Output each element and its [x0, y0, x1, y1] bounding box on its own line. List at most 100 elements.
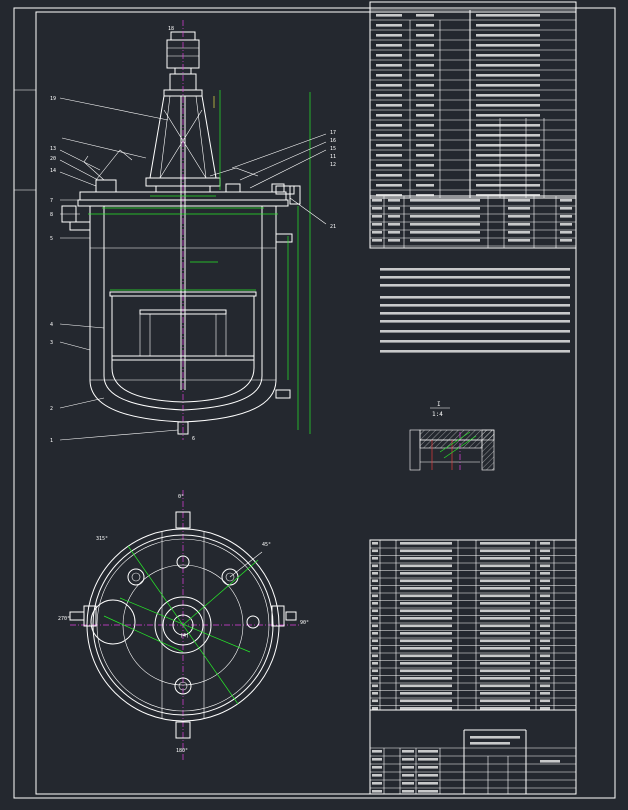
- illegible-text-placeholder: [372, 609, 378, 613]
- illegible-text-placeholder: [480, 632, 530, 635]
- illegible-text-placeholder: [416, 184, 434, 187]
- illegible-text-placeholder: [402, 790, 414, 793]
- part-label-19: 19: [50, 96, 56, 102]
- part-label-17: 17: [330, 130, 336, 136]
- illegible-text-placeholder: [372, 549, 378, 553]
- illegible-text-placeholder: [376, 84, 402, 87]
- part-label-11: 11: [330, 154, 336, 160]
- illegible-text-placeholder: [388, 207, 400, 210]
- illegible-text-placeholder: [376, 44, 402, 47]
- illegible-text-placeholder: [400, 617, 452, 620]
- illegible-text-placeholder: [418, 758, 438, 761]
- illegible-text-placeholder: [376, 24, 402, 27]
- illegible-text-placeholder: [400, 707, 452, 710]
- illegible-text-placeholder: [400, 587, 452, 590]
- illegible-text-placeholder: [416, 124, 434, 127]
- illegible-text-placeholder: [376, 34, 402, 37]
- illegible-text-placeholder: [508, 207, 530, 210]
- part-label-13: 13: [50, 146, 56, 152]
- illegible-text-placeholder: [372, 617, 378, 620]
- illegible-text-placeholder: [388, 199, 400, 202]
- illegible-text-placeholder: [480, 549, 530, 553]
- illegible-text-placeholder: [540, 699, 550, 703]
- illegible-text-placeholder: [540, 587, 550, 590]
- illegible-text-placeholder: [400, 624, 452, 628]
- illegible-text-placeholder: [400, 654, 452, 658]
- illegible-text-placeholder: [416, 74, 434, 77]
- detail-letter: I: [437, 401, 441, 408]
- illegible-text-placeholder: [372, 564, 378, 568]
- illegible-text-placeholder: [476, 44, 540, 47]
- illegible-text-placeholder: [380, 330, 570, 333]
- illegible-text-placeholder: [376, 14, 402, 17]
- illegible-text-placeholder: [376, 144, 402, 147]
- illegible-text-placeholder: [402, 758, 414, 761]
- illegible-text-placeholder: [416, 54, 434, 57]
- illegible-text-placeholder: [372, 707, 378, 710]
- illegible-text-placeholder: [388, 239, 400, 242]
- drawing-border: [13, 7, 616, 799]
- illegible-text-placeholder: [416, 144, 434, 147]
- illegible-text-placeholder: [540, 707, 550, 710]
- elevation-dimensions: [88, 90, 311, 434]
- illegible-text-placeholder: [560, 239, 572, 242]
- part-label-8: 8: [50, 212, 53, 218]
- illegible-text-placeholder: [380, 340, 570, 343]
- illegible-text-placeholder: [476, 144, 540, 147]
- illegible-text-placeholder: [402, 766, 414, 769]
- illegible-text-placeholder: [418, 766, 438, 769]
- illegible-text-placeholder: [480, 542, 530, 545]
- illegible-text-placeholder: [540, 692, 550, 695]
- illegible-text-placeholder: [470, 736, 520, 739]
- illegible-text-placeholder: [540, 609, 550, 613]
- illegible-text-placeholder: [376, 194, 402, 197]
- illegible-text-placeholder: [540, 549, 550, 553]
- illegible-text-placeholder: [372, 692, 378, 695]
- illegible-text-placeholder: [508, 199, 530, 202]
- illegible-text-placeholder: [372, 766, 382, 769]
- illegible-text-placeholder: [372, 542, 378, 545]
- illegible-text-placeholder: [410, 231, 480, 234]
- illegible-text-placeholder: [380, 276, 570, 279]
- illegible-text-placeholder: [372, 199, 382, 202]
- illegible-text-placeholder: [418, 774, 438, 777]
- illegible-text-placeholder: [508, 215, 530, 218]
- illegible-text-placeholder: [376, 74, 402, 77]
- illegible-text-placeholder: [480, 624, 530, 628]
- illegible-text-placeholder: [476, 14, 540, 17]
- illegible-text-placeholder: [372, 774, 382, 777]
- part-label-18: 18: [168, 26, 174, 32]
- illegible-text-placeholder: [400, 699, 452, 703]
- illegible-text-placeholder: [540, 684, 550, 688]
- illegible-text-placeholder: [376, 114, 402, 117]
- illegible-text-placeholder: [480, 692, 530, 695]
- illegible-text-placeholder: [476, 104, 540, 107]
- illegible-text-placeholder: [372, 782, 382, 785]
- illegible-text-placeholder: [400, 684, 452, 688]
- illegible-text-placeholder: [476, 164, 540, 167]
- illegible-text-placeholder: [372, 579, 378, 583]
- technical-notes: [380, 268, 570, 353]
- illegible-text-placeholder: [400, 639, 452, 643]
- angle-label-180: 180°: [176, 748, 188, 754]
- illegible-text-placeholder: [540, 579, 550, 583]
- illegible-text-placeholder: [540, 564, 550, 568]
- illegible-text-placeholder: [476, 64, 540, 67]
- illegible-text-placeholder: [560, 215, 572, 218]
- illegible-text-placeholder: [480, 564, 530, 568]
- illegible-text-placeholder: [480, 609, 530, 613]
- angle-label-315: 315°: [96, 536, 108, 542]
- illegible-text-placeholder: [372, 587, 378, 590]
- illegible-text-placeholder: [402, 782, 414, 785]
- illegible-text-placeholder: [400, 662, 452, 665]
- illegible-text-placeholder: [410, 199, 480, 202]
- illegible-text-placeholder: [480, 579, 530, 583]
- illegible-text-placeholder: [400, 564, 452, 568]
- illegible-text-placeholder: [540, 594, 550, 598]
- elevation-part-labels: 18 19 17 16 15 13 20 14 7 8 5 4 3 2 1 11…: [50, 26, 336, 444]
- illegible-text-placeholder: [416, 104, 434, 107]
- illegible-text-placeholder: [480, 669, 530, 673]
- illegible-text-placeholder: [400, 677, 452, 680]
- illegible-text-placeholder: [476, 54, 540, 57]
